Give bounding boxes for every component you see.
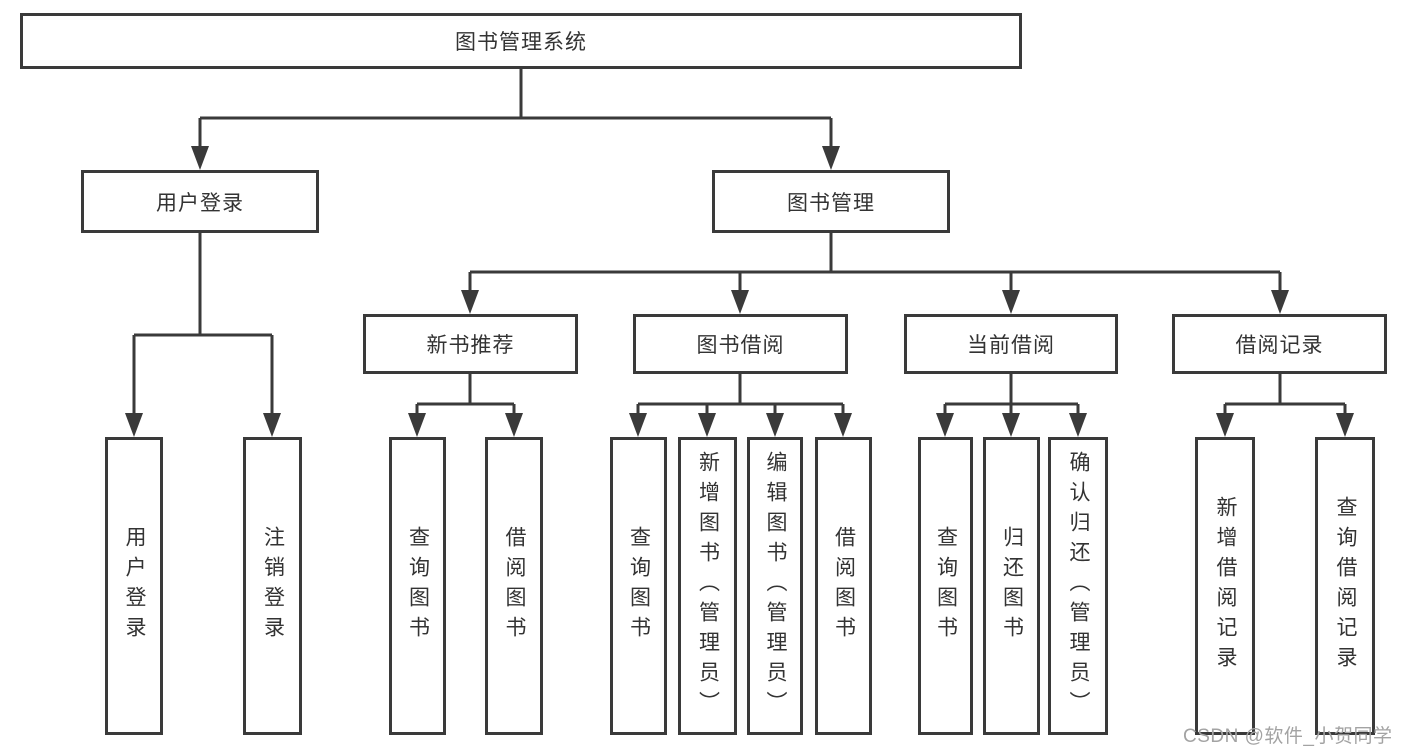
node-user-login: 用户登录	[81, 170, 319, 233]
arrow-icon	[1069, 413, 1087, 437]
node-leaf-user-login: 用户登录	[105, 437, 163, 735]
arrowheads	[125, 146, 1354, 437]
node-user-login-label: 用户登录	[156, 191, 244, 215]
arrow-icon	[1002, 413, 1020, 437]
node-new-book-recommend-label: 新书推荐	[426, 334, 515, 357]
node-leaf-logout-login: 注销登录	[243, 437, 302, 735]
node-leaf-label: 编辑图书（管理员）	[764, 451, 787, 721]
csdn-watermark: CSDN @软件_小贺同学	[1183, 726, 1393, 747]
node-leaf-label: 确认归还（管理员）	[1067, 451, 1090, 721]
node-root: 图书管理系统	[20, 13, 1022, 69]
node-leaf-query-book-current: 查询图书	[918, 437, 973, 735]
node-leaf-add-borrow-record: 新增借阅记录	[1195, 437, 1255, 735]
node-current-borrowing: 当前借阅	[904, 314, 1118, 374]
node-leaf-query-borrow-record: 查询借阅记录	[1315, 437, 1375, 735]
arrow-icon	[191, 146, 209, 170]
node-leaf-return-book: 归还图书	[983, 437, 1040, 735]
node-leaf-add-book-admin: 新增图书（管理员）	[678, 437, 737, 735]
node-leaf-borrow-book-recommend: 借阅图书	[485, 437, 543, 735]
node-current-borrowing-label: 当前借阅	[967, 334, 1055, 357]
node-leaf-label: 查询图书	[934, 526, 958, 646]
node-book-borrowing: 图书借阅	[633, 314, 848, 374]
connector-lines	[132, 69, 1347, 415]
arrow-icon	[1271, 290, 1289, 314]
node-book-management: 图书管理	[712, 170, 950, 233]
node-leaf-label: 查询图书	[406, 526, 430, 646]
node-book-borrowing-label: 图书借阅	[696, 334, 785, 357]
arrow-icon	[629, 413, 647, 437]
node-leaf-query-book-borrowing: 查询图书	[610, 437, 667, 735]
node-leaf-label: 借阅图书	[832, 526, 856, 646]
node-leaf-label: 借阅图书	[503, 526, 526, 646]
node-leaf-borrow-book-borrowing: 借阅图书	[815, 437, 872, 735]
arrow-icon	[461, 290, 479, 314]
node-leaf-edit-book-admin: 编辑图书（管理员）	[747, 437, 803, 735]
node-root-label: 图书管理系统	[455, 31, 587, 54]
node-book-management-label: 图书管理	[787, 191, 875, 215]
node-leaf-label: 新增借阅记录	[1214, 496, 1237, 676]
arrow-icon	[698, 413, 716, 437]
node-leaf-query-book-recommend: 查询图书	[389, 437, 446, 735]
node-leaf-label: 用户登录	[123, 526, 146, 646]
node-new-book-recommend: 新书推荐	[363, 314, 578, 374]
node-leaf-label: 查询借阅记录	[1334, 496, 1357, 676]
node-leaf-label: 新增图书（管理员）	[696, 451, 720, 721]
arrow-icon	[822, 146, 840, 170]
arrow-icon	[731, 290, 749, 314]
arrow-icon	[263, 413, 281, 437]
arrow-icon	[936, 413, 954, 437]
arrow-icon	[1216, 413, 1234, 437]
node-leaf-confirm-return-admin: 确认归还（管理员）	[1048, 437, 1108, 735]
node-leaf-label: 查询图书	[627, 526, 651, 646]
node-leaf-label: 归还图书	[1000, 526, 1024, 646]
arrow-icon	[1336, 413, 1354, 437]
node-borrowing-records: 借阅记录	[1172, 314, 1387, 374]
node-leaf-label: 注销登录	[261, 526, 285, 646]
arrow-icon	[408, 413, 426, 437]
node-borrowing-records-label: 借阅记录	[1235, 334, 1324, 357]
arrow-icon	[505, 413, 523, 437]
arrow-icon	[766, 413, 784, 437]
arrow-icon	[1002, 290, 1020, 314]
arrow-icon	[834, 413, 852, 437]
arrow-icon	[125, 413, 143, 437]
